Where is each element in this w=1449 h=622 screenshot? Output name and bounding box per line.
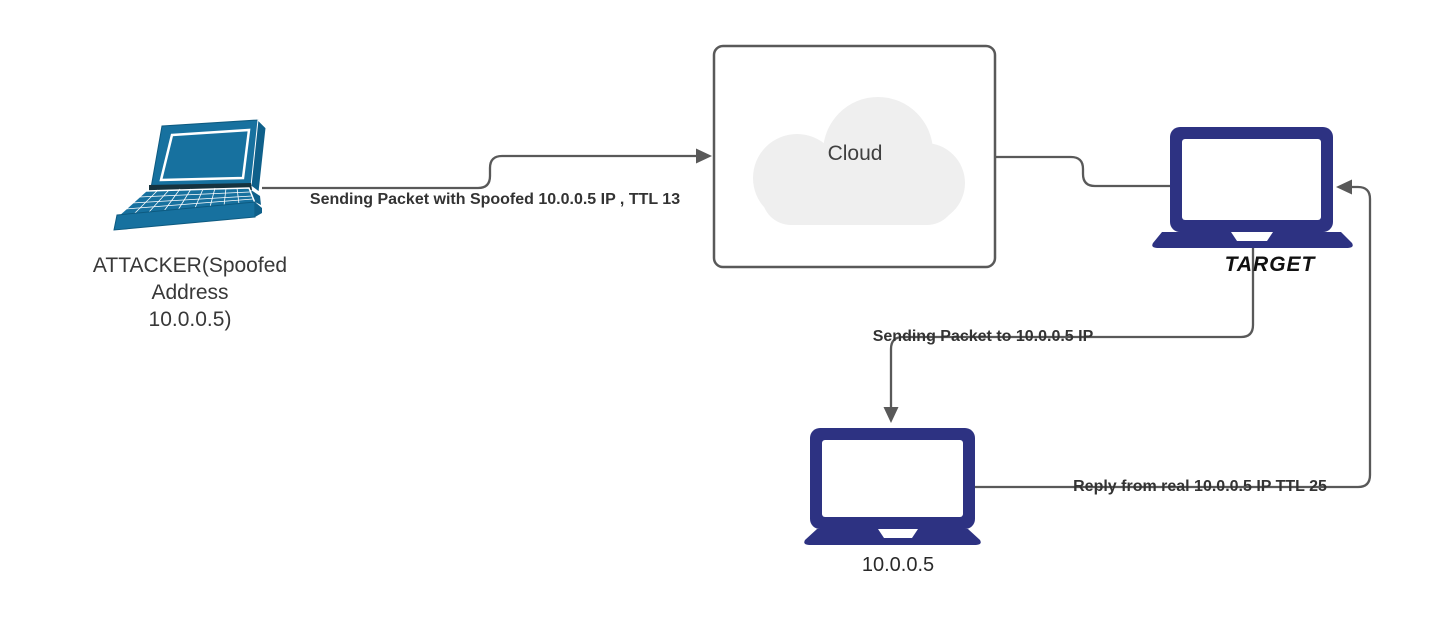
real-host-laptop-icon[interactable] <box>804 428 981 545</box>
attacker-node-label: ATTACKER(Spoofed Address 10.0.0.5) <box>92 254 288 331</box>
target-node-label: TARGET <box>1224 253 1316 276</box>
cloud-node[interactable] <box>712 44 997 269</box>
edge-attacker-to-cloud[interactable] <box>262 148 712 190</box>
edge-label-reply: Reply from real 10.0.0.5 IP TTL 25 <box>1073 478 1327 495</box>
cloud-icon <box>753 97 965 225</box>
edge-cloud-to-target[interactable] <box>996 155 1170 188</box>
edge-label-sending-packet: Sending Packet to 10.0.0.5 IP <box>872 328 1094 345</box>
cloud-node-label: Cloud <box>827 142 883 165</box>
target-laptop-icon[interactable] <box>1152 127 1353 248</box>
edge-target-to-real-host[interactable] <box>883 248 1255 423</box>
attacker-laptop-icon[interactable] <box>113 118 267 231</box>
arrowhead-down-icon <box>883 407 899 423</box>
arrowhead-right-icon <box>696 148 712 164</box>
arrowhead-left-icon <box>1336 179 1352 195</box>
edge-label-spoofed-packet: Sending Packet with Spoofed 10.0.0.5 IP … <box>309 191 681 208</box>
real-host-node-label: 10.0.0.5 <box>861 554 935 576</box>
edge-real-host-to-target[interactable] <box>975 179 1372 489</box>
